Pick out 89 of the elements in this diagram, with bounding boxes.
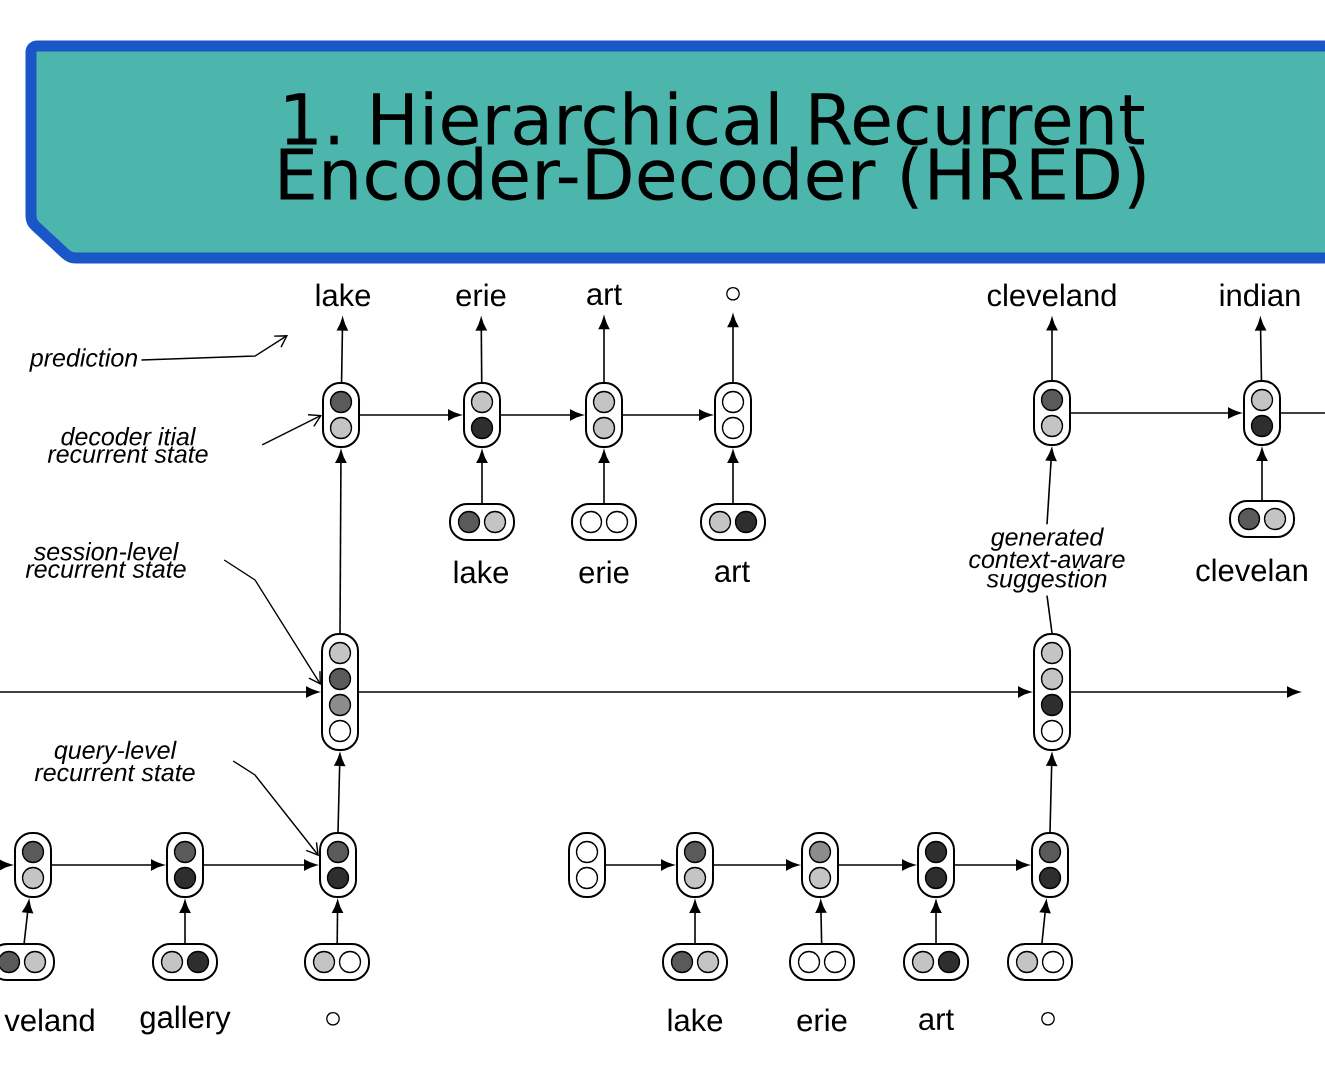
arrow [1046, 753, 1057, 833]
arrow [500, 409, 583, 421]
output-word: lake [316, 283, 371, 307]
arrow [1046, 317, 1058, 381]
arrow [475, 317, 487, 383]
arrow [359, 409, 461, 421]
arrow [1045, 448, 1057, 526]
embedding-cell [903, 943, 969, 981]
arrow [337, 317, 348, 383]
arrow [0, 859, 12, 871]
leader-line [140, 335, 288, 361]
rnn-cell [14, 832, 52, 898]
arrow [1070, 407, 1241, 419]
input-word: veland [4, 1008, 94, 1032]
input-word: art [715, 561, 750, 583]
annotation-label: session-level recurrent state [25, 542, 186, 578]
rnn-cell [322, 382, 360, 448]
arrow [713, 859, 799, 871]
arrow [0, 686, 319, 698]
arrow [179, 900, 191, 944]
input-word: ○ [1041, 1011, 1055, 1026]
annotation-label: decoder itial recurrent state [47, 427, 208, 463]
arrow [332, 900, 343, 944]
arrow [1039, 900, 1051, 944]
rnn-cell [319, 832, 357, 898]
arrow [335, 450, 347, 634]
embedding-cell [1007, 943, 1073, 981]
output-word: erie [456, 283, 506, 307]
rnn-cell [585, 382, 623, 448]
arrow [358, 686, 1031, 698]
annotation-label: generated context-aware suggestion [969, 527, 1125, 593]
arrow [727, 314, 739, 383]
embedding-cell [662, 943, 728, 981]
embedding-cell [0, 943, 55, 981]
input-word: art [919, 1009, 954, 1031]
rnn-cell [801, 832, 839, 898]
embedding-cell [449, 503, 515, 541]
embedding-cell [304, 943, 370, 981]
leader-line [232, 760, 319, 857]
output-word: ○ [726, 286, 740, 301]
embedding-cell [571, 503, 637, 541]
arrow [598, 450, 610, 504]
rnn-cell [676, 832, 714, 898]
rnn-cell [917, 832, 955, 898]
leader-line [261, 414, 322, 446]
arrow [605, 859, 674, 871]
input-word: erie [579, 560, 629, 584]
output-word: cleveland [987, 283, 1116, 307]
rnn-cell [1243, 380, 1281, 446]
arrow [1070, 686, 1300, 698]
arrow [1255, 317, 1266, 381]
arrow [22, 900, 33, 944]
input-word: ○ [326, 1011, 340, 1026]
annotation-label: query-level recurrent state [34, 740, 195, 782]
arrow [1256, 448, 1268, 501]
rnn-cell [1033, 633, 1071, 751]
input-word: erie [797, 1008, 847, 1032]
arrow [727, 450, 739, 504]
rnn-cell [321, 633, 359, 751]
title-banner: 1. Hierarchical Recurrent Encoder-Decoder (HRED) [25, 40, 1325, 264]
arrow [815, 900, 827, 944]
arrow [334, 753, 346, 833]
input-word: lake [668, 1008, 723, 1032]
leader-line [223, 559, 321, 686]
arrow [598, 316, 610, 383]
rnn-cell [1033, 380, 1071, 446]
input-word: lake [454, 560, 509, 584]
rnn-cell [568, 832, 606, 898]
output-word: art [587, 284, 622, 306]
embedding-cell [1229, 500, 1295, 538]
arrow [838, 859, 915, 871]
rnn-cell [1031, 832, 1069, 898]
rnn-cell [714, 382, 752, 448]
rnn-cell [166, 832, 204, 898]
embedding-cell [789, 943, 855, 981]
rnn-cell [463, 382, 501, 448]
annotation-label: prediction [29, 348, 138, 372]
arrow [689, 900, 701, 944]
input-word: clevelan [1196, 558, 1307, 582]
arrow [622, 409, 712, 421]
arrow [930, 900, 942, 944]
arrow [476, 450, 488, 504]
embedding-cell [700, 503, 766, 541]
arrow [203, 859, 317, 871]
arrow [51, 859, 164, 871]
embedding-cell [152, 943, 218, 981]
input-word: gallery [140, 1005, 231, 1035]
arrow [954, 859, 1029, 871]
output-word: indian [1220, 283, 1300, 307]
